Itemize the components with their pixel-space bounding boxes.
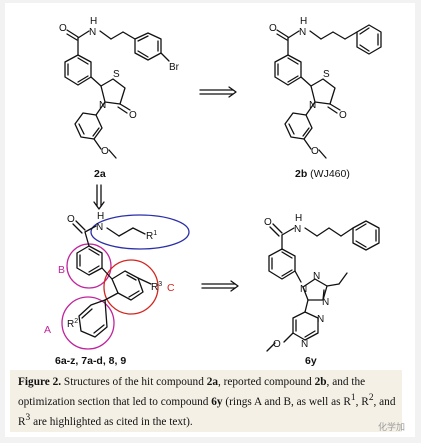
r1-highlight — [90, 214, 190, 250]
caption-text: , and the optimization section that led … — [18, 376, 366, 408]
structures-canvas: O N H Br S N O O 2a — [44, 16, 382, 367]
atom-n: N — [294, 224, 301, 235]
caption-superscript: 3 — [25, 412, 31, 423]
atom-n: N — [300, 284, 307, 295]
compound-label-2b-id: 2b — [295, 168, 307, 180]
caption-text: , reported compound — [217, 376, 315, 388]
compound-label-6y: 6y — [305, 355, 317, 367]
atom-n: N — [301, 339, 308, 350]
caption-superscript: 2 — [368, 393, 374, 403]
ring-a-highlight — [61, 296, 115, 350]
atom-o: O — [67, 214, 75, 225]
atom-o: O — [129, 110, 137, 121]
r3-symbol: R — [151, 282, 158, 293]
r3-substituent: R3 — [151, 281, 162, 293]
atom-n: N — [313, 271, 320, 282]
atom-n: N — [89, 27, 96, 38]
compound-label-2b: 2b (WJ460) — [295, 168, 350, 180]
caption-text: Structures of the hit compound — [61, 376, 207, 388]
compound-6-series: O N H R1 R3 R2 B C A — [44, 211, 190, 350]
ring-c-highlight — [103, 259, 159, 315]
atom-h: H — [90, 16, 97, 27]
caption-text: (rings A and B, as well as R — [222, 395, 351, 408]
arrow-right-icon — [199, 86, 237, 98]
atom-n: N — [317, 314, 324, 325]
compound-2a: O N H Br S N O O — [59, 16, 180, 159]
r1-substituent: R1 — [146, 230, 157, 242]
region-label-a: A — [44, 324, 51, 336]
atom-s: S — [113, 69, 120, 80]
caption-compound: 2b — [314, 376, 327, 388]
atom-n: N — [99, 100, 106, 111]
figure-panel: O N H Br S N O O 2a — [5, 3, 415, 437]
atom-o: O — [264, 217, 272, 228]
r2-substituent: R2 — [67, 318, 78, 330]
compound-label-2b-alias: (WJ460) — [307, 168, 350, 180]
r1-superscript: 1 — [153, 230, 157, 237]
atom-o: O — [269, 23, 277, 34]
figure-caption: Figure 2. Structures of the hit compound… — [18, 374, 402, 430]
caption-text: are highlighted as cited in the text). — [30, 415, 193, 428]
caption-text: , and R — [18, 395, 396, 428]
atom-o: O — [101, 146, 109, 157]
atom-n: N — [309, 100, 316, 111]
r2-superscript: 2 — [74, 318, 78, 325]
caption-compound: 6y — [211, 395, 223, 408]
atom-n: N — [299, 27, 306, 38]
atom-h: H — [300, 16, 307, 27]
r2-symbol: R — [67, 319, 74, 330]
atom-n: N — [322, 297, 329, 308]
atom-br: Br — [169, 62, 180, 73]
compound-6y: O N H N N N N N O — [264, 213, 380, 352]
r1-symbol: R — [146, 231, 153, 242]
atom-h: H — [295, 213, 302, 224]
watermark: 化学加 — [377, 423, 405, 433]
r3-superscript: 3 — [158, 281, 162, 288]
atom-o: O — [311, 146, 319, 157]
caption-superscript: 1 — [350, 393, 356, 403]
atom-o: O — [273, 339, 281, 350]
caption-compound: 2a — [206, 376, 218, 388]
atom-o: O — [59, 23, 67, 34]
compound-2b: O N H S N O O — [269, 16, 382, 159]
atom-s: S — [323, 69, 330, 80]
compound-label-6-series: 6a-z, 7a-d, 8, 9 — [55, 355, 126, 367]
atom-o: O — [339, 110, 347, 121]
region-label-c: C — [167, 282, 175, 294]
arrow-down-icon — [93, 184, 105, 210]
caption-text: , R — [355, 395, 369, 408]
caption-background — [10, 370, 402, 432]
atom-n: N — [96, 222, 103, 233]
caption-figure-number: Figure 2. — [18, 376, 62, 388]
region-label-b: B — [58, 264, 65, 276]
arrow-right-icon — [201, 280, 239, 292]
compound-label-2a: 2a — [94, 168, 106, 180]
atom-h: H — [97, 211, 104, 222]
